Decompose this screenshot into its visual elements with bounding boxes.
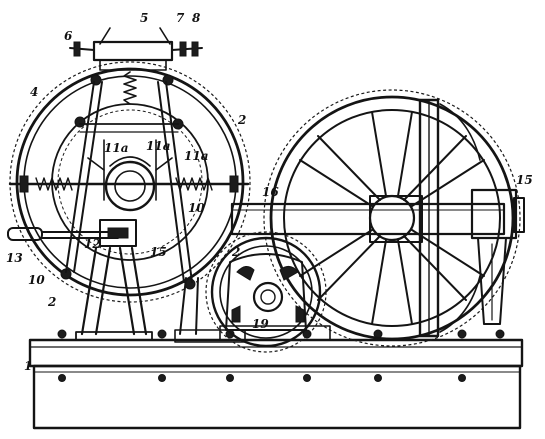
label-10: 10 (188, 201, 205, 215)
reference-labels: 1 2 2 2 4 5 6 7 8 10 10 11a 11a 11a 12 1… (6, 11, 533, 373)
flywheel (263, 89, 521, 347)
label-19: 19 (252, 317, 269, 331)
ring-pivots (60, 74, 196, 290)
eccentric-cam (87, 156, 173, 212)
label-6: 6 (64, 29, 73, 43)
label-7: 7 (176, 11, 185, 25)
flywheel-spokes (299, 111, 485, 325)
ring-drive-housing (8, 27, 251, 303)
label-2-bottom: 2 (47, 295, 56, 309)
label-1: 1 (24, 359, 32, 373)
label-11a-right: 11a (146, 139, 170, 153)
label-13: 13 (6, 251, 23, 265)
support-stands (75, 246, 199, 341)
label-11a-left: 11a (104, 141, 128, 155)
label-2-top: 2 (237, 113, 246, 127)
shaft-bearing (470, 188, 525, 325)
label-5: 5 (140, 11, 148, 25)
label-8: 8 (192, 11, 201, 25)
base-frame (28, 325, 524, 430)
gear-housing (205, 231, 327, 353)
label-11a-far: 11a (184, 149, 208, 163)
label-10-lower: 10 (28, 273, 45, 287)
label-4: 4 (30, 85, 38, 99)
adjusting-screws (69, 41, 203, 57)
label-15: 15 (150, 245, 167, 259)
drive-shaft (230, 195, 506, 243)
label-15-right: 15 (516, 173, 533, 187)
label-2-mid: 2 (231, 245, 240, 259)
label-16: 16 (262, 185, 279, 199)
base-bolts (57, 329, 505, 382)
input-shaft (7, 219, 137, 247)
lever-rods (65, 81, 193, 283)
label-12: 12 (84, 237, 101, 251)
